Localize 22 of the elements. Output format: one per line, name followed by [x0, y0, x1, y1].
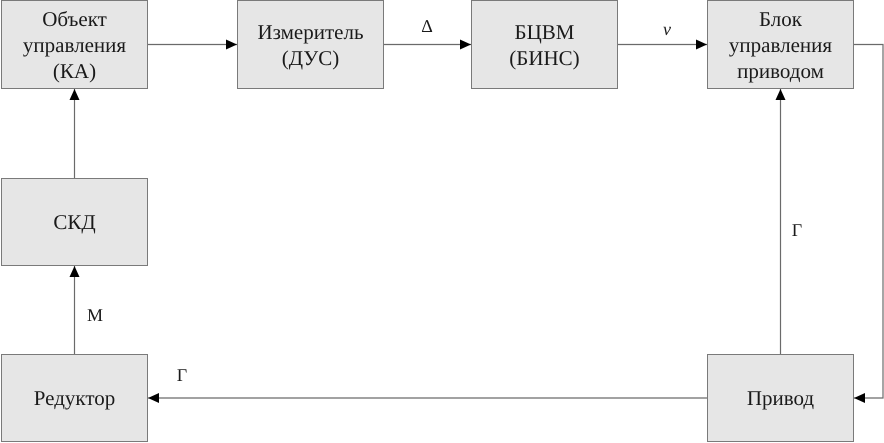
- box-label: Блок управления приводом: [728, 6, 834, 84]
- process-box: [1, 354, 148, 442]
- arrow: [70, 89, 80, 178]
- box-label: Привод: [746, 385, 814, 411]
- box-label: БЦВМ (БИНС): [508, 18, 581, 70]
- box-label: Редуктор: [34, 385, 116, 411]
- process-box: [237, 0, 384, 89]
- arrow: [776, 89, 786, 354]
- box-label: Измеритель (ДУС): [256, 18, 365, 70]
- arrow: [70, 266, 80, 354]
- arrow: [148, 40, 237, 50]
- process-box: [1, 0, 148, 89]
- arrow: [148, 393, 707, 403]
- process-box: [707, 0, 854, 89]
- process-box: [707, 354, 854, 442]
- arrow: [854, 44, 884, 403]
- process-box: [1, 178, 148, 266]
- box-label: СКД: [53, 209, 96, 235]
- box-label: Объект управления (КА): [22, 6, 128, 84]
- arrow: [618, 40, 707, 50]
- process-box: [471, 0, 618, 89]
- arrow: [384, 40, 471, 50]
